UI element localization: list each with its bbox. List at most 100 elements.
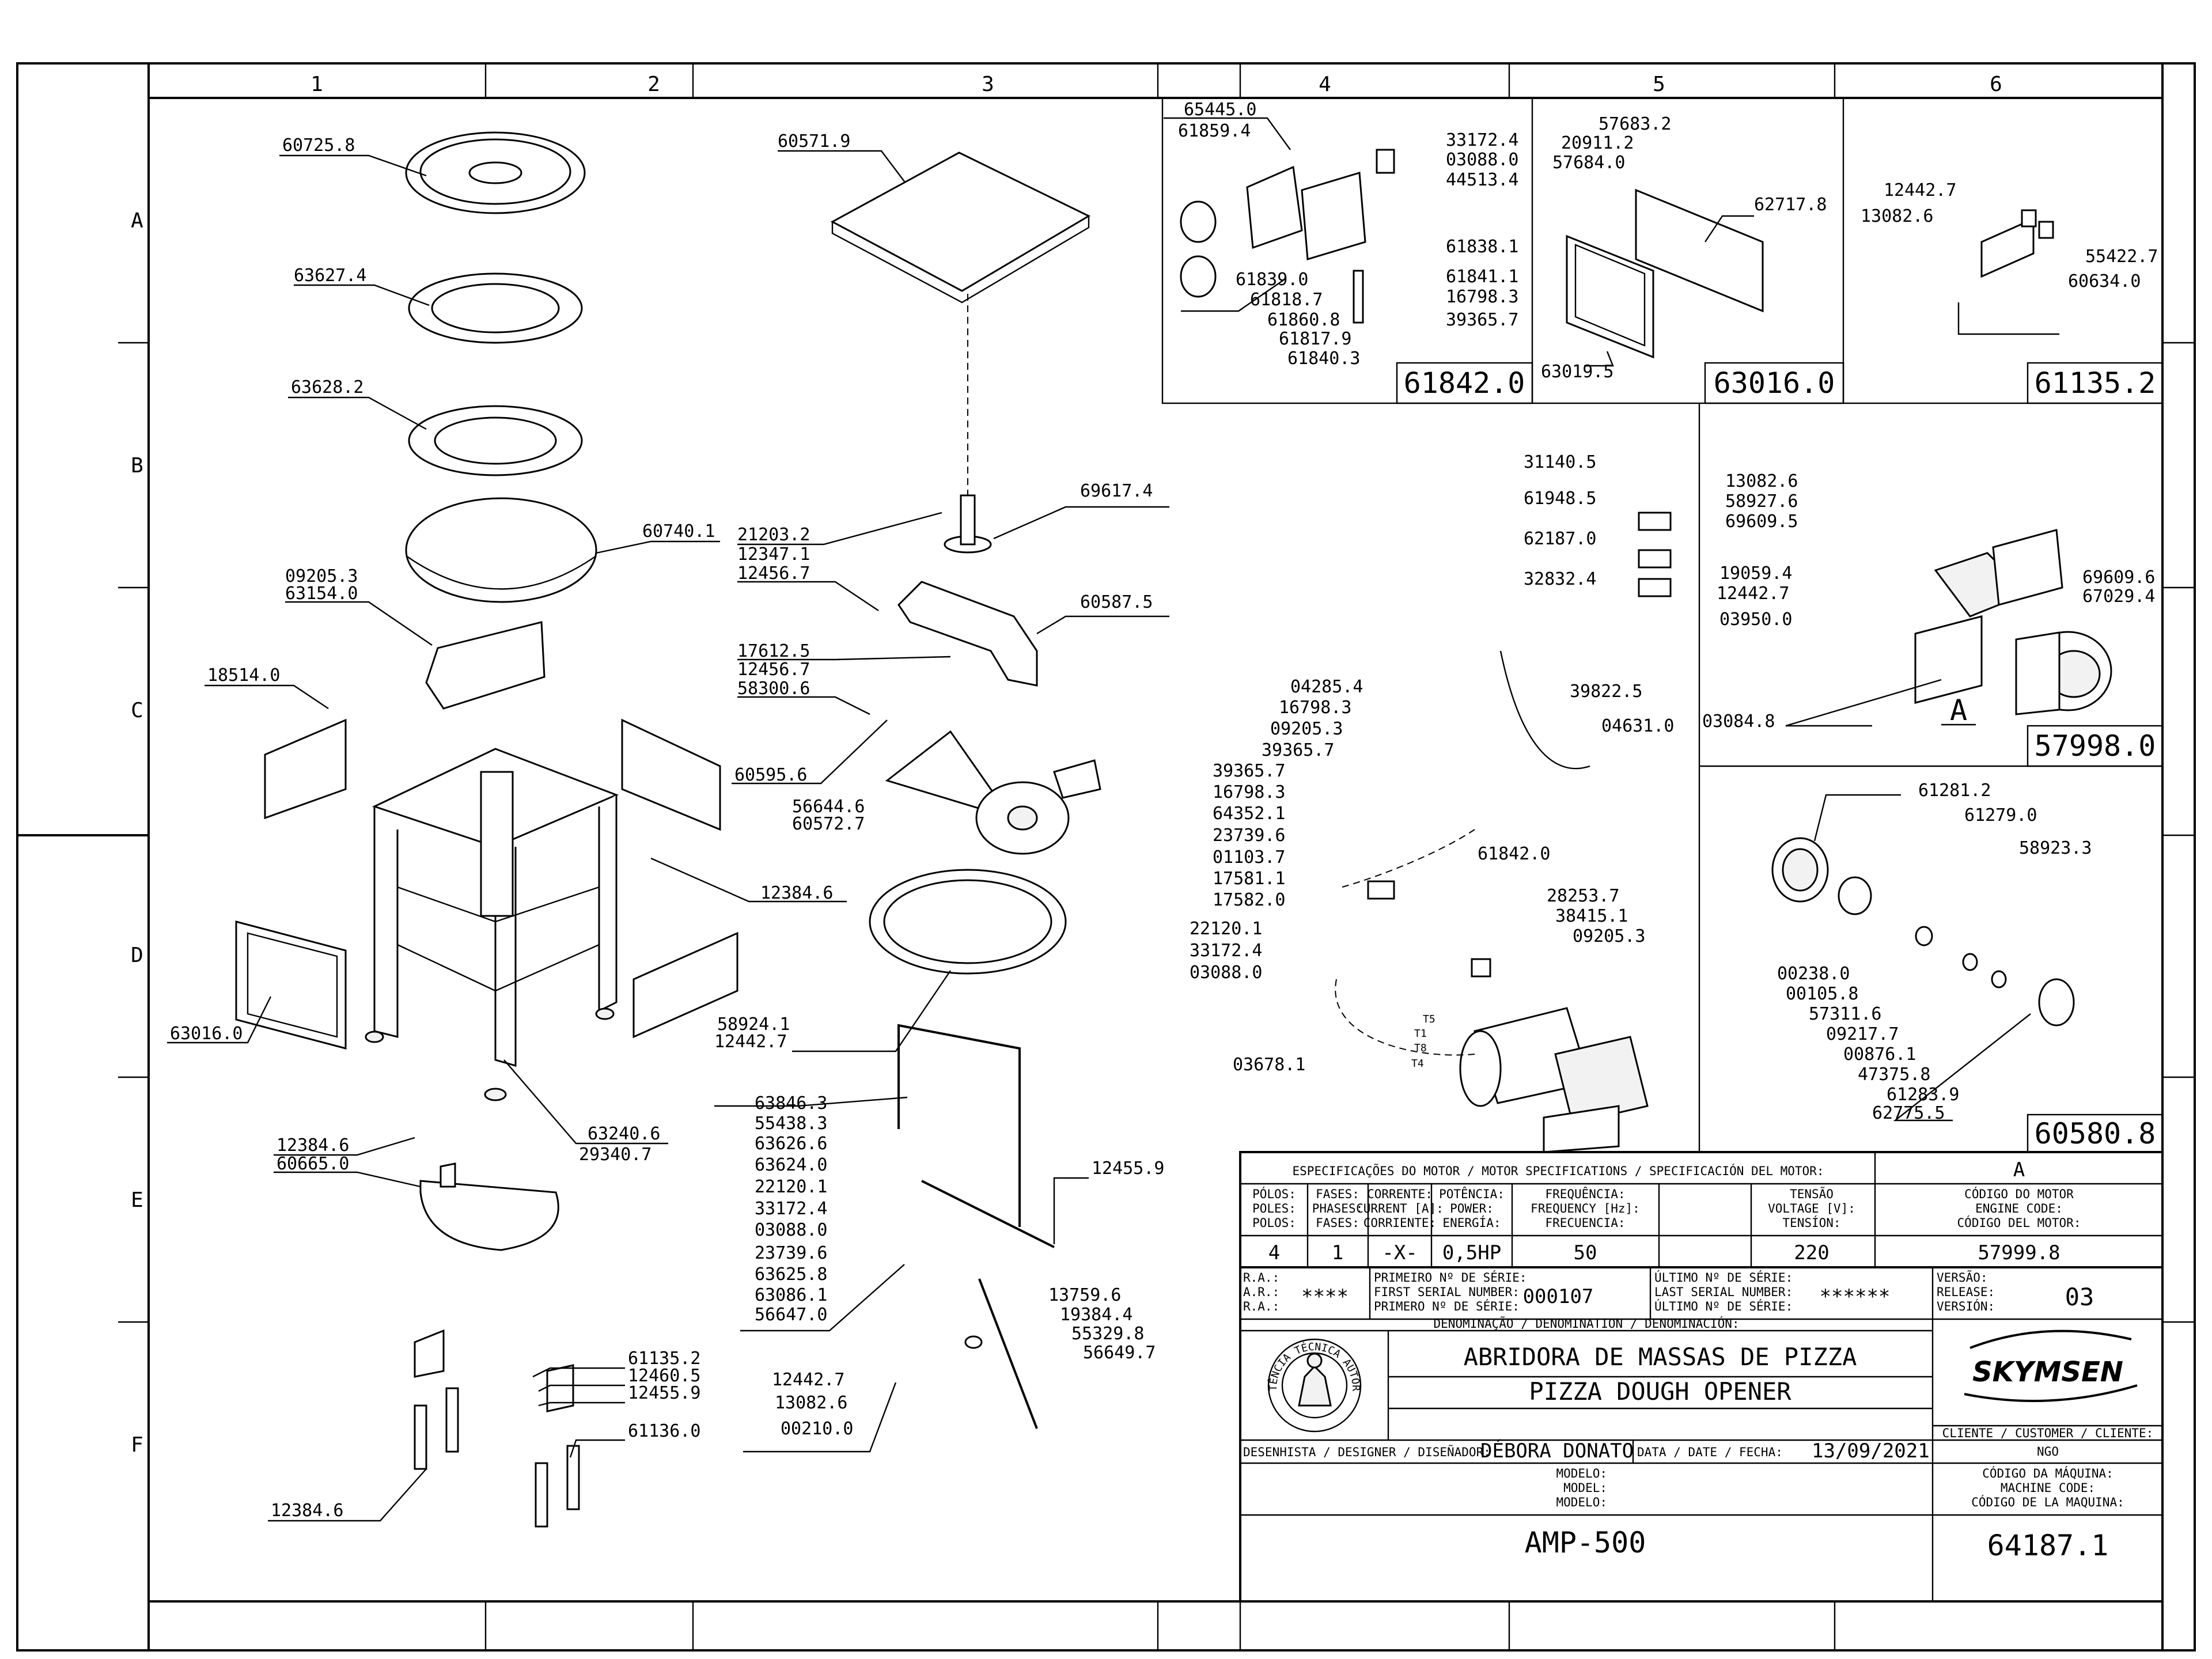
callout-label: 09205.3	[1270, 719, 1343, 739]
date-label: DATA / DATE / FECHA:	[1637, 1445, 1783, 1459]
callout-label: 17612.5	[737, 641, 810, 661]
callout-label: 23739.6	[755, 1243, 827, 1263]
first-serial: 000107	[1523, 1285, 1594, 1308]
callout-label: 69609.6	[2082, 567, 2155, 588]
callout-label: 63240.6	[588, 1124, 660, 1144]
callout-label: 61817.9	[1279, 329, 1351, 349]
designer-label: DESENHISTA / DESIGNER / DISEÑADOR:	[1243, 1444, 1491, 1459]
machine-code-label: CÓDIGO DE LA MAQUINA:	[1971, 1495, 2124, 1509]
callout-label: 22120.1	[755, 1177, 827, 1197]
first-serial-label: PRIMEIRO Nº DE SÉRIE:	[1374, 1270, 1527, 1285]
callout-label: 69609.5	[1725, 512, 1798, 532]
value-power: 0,5HP	[1442, 1241, 1501, 1264]
callout-label: 13082.6	[1861, 206, 1933, 226]
callout-label: 61948.5	[1524, 488, 1596, 509]
callout-label: 62775.5	[1872, 1103, 1945, 1123]
callout-label: 63086.1	[755, 1285, 827, 1305]
callout-label: 61840.3	[1287, 349, 1360, 369]
callout-label: 12442.7	[1884, 180, 1956, 200]
authorized-service-seal: ASSISTÊNCIA TÉCNICA AUTORIZADA	[0, 0, 1362, 1433]
callout-label: 57683.2	[1599, 114, 1671, 134]
value-phases: 1	[1332, 1241, 1343, 1264]
callout-label: 69617.4	[1080, 481, 1153, 501]
assembly-code: 61135.2	[2035, 366, 2156, 400]
header-phases: FASES:	[1316, 1216, 1359, 1230]
header-voltage: VOLTAGE [V]:	[1768, 1202, 1855, 1215]
callout-label: 55422.7	[2085, 247, 2158, 267]
callout-label: 18514.0	[207, 665, 280, 685]
column-label: 3	[982, 73, 994, 96]
callout-label: 39365.7	[1446, 310, 1518, 330]
callout-label: 17582.0	[1213, 890, 1285, 910]
motor-spec-ref: A	[2013, 1158, 2025, 1181]
machine-code-label: CÓDIGO DA MÁQUINA:	[1982, 1466, 2113, 1480]
callout-label: 61281.2	[1918, 781, 1991, 801]
callout-label: 12442.7	[714, 1032, 787, 1052]
callout-label: 60595.6	[734, 765, 807, 785]
callout-label: 29340.7	[579, 1145, 652, 1165]
column-labels: 1 2 3 4 5 6	[310, 73, 2002, 96]
callout-label: 67029.4	[2082, 586, 2155, 607]
title-block: R.A.: A.R.: R.A.: **** PRIMEIRO Nº DE SÉ…	[0, 0, 2164, 1603]
assembly-codes: 61842.0 63016.0 61135.2 57998.0 60580.8 …	[1404, 366, 2156, 1150]
header-voltage: TENSÃO	[1790, 1186, 1834, 1201]
lever-rod-drawing	[897, 1024, 1055, 1429]
callout-label: 58300.6	[737, 679, 810, 699]
wire-label: T4	[1411, 1058, 1424, 1070]
bearing-stack-drawing	[1771, 837, 2075, 1027]
callout-label: 12384.6	[276, 1135, 349, 1156]
callout-label: 12384.6	[271, 1501, 343, 1521]
value-frequency: 50	[1574, 1241, 1597, 1264]
ra-value: ****	[1301, 1285, 1349, 1308]
first-serial-label: FIRST SERIAL NUMBER:	[1374, 1285, 1520, 1299]
header-power: POWER:	[1450, 1202, 1494, 1215]
motor-spec-title: ESPECIFICAÇÕES DO MOTOR / MOTOR SPECIFIC…	[1293, 1163, 1824, 1178]
callout-label: 60587.5	[1080, 592, 1153, 612]
column-label: 1	[310, 73, 323, 96]
column-label: 4	[1319, 73, 1331, 96]
column-label: 5	[1653, 73, 1665, 96]
callout-label: 19384.4	[1060, 1305, 1132, 1325]
top-disc-drawing	[405, 131, 586, 214]
callout-label: 33172.4	[1190, 941, 1262, 961]
callout-label: 63154.0	[285, 584, 358, 604]
main-motor-drawing	[1459, 1007, 1649, 1153]
callout-label: 58924.1	[717, 1014, 790, 1035]
ra-label: R.A.:	[1243, 1300, 1279, 1313]
callout-label: 63627.4	[294, 266, 366, 286]
callout-label: 00238.0	[1777, 964, 1850, 984]
callout-label: 63016.0	[170, 1024, 243, 1044]
callout-label: 16798.3	[1446, 287, 1518, 307]
version-label: VERSIÓN:	[1937, 1299, 1995, 1313]
callout-label: 62187.0	[1524, 529, 1596, 549]
header-current: CORRIENTE:	[1363, 1216, 1436, 1230]
callout-label: 33172.4	[1446, 130, 1518, 150]
row-label: F	[131, 1433, 143, 1457]
header-poles: POLES:	[1252, 1202, 1296, 1215]
callout-label: 13082.6	[775, 1393, 847, 1413]
callout-label: 09217.7	[1826, 1024, 1899, 1044]
header-frequency: FREQUÊNCIA:	[1545, 1187, 1625, 1201]
callout-label: 12455.9	[1092, 1158, 1164, 1179]
callout-label: 60572.7	[792, 814, 865, 834]
callout-label: 03950.0	[1719, 609, 1792, 630]
version: 03	[2065, 1283, 2094, 1311]
callout-label: 16798.3	[1279, 698, 1351, 718]
callout-label: 03084.8	[1702, 711, 1775, 732]
header-phases: PHASES:	[1312, 1202, 1363, 1215]
machine-code: 64187.1	[1987, 1529, 2109, 1562]
header-engine-code: CÓDIGO DO MOTOR	[1964, 1187, 2074, 1201]
first-serial-label: PRIMERO Nº DE SÉRIE:	[1374, 1299, 1520, 1313]
callout-label: 39365.7	[1213, 761, 1285, 781]
callout-label: 60740.1	[642, 521, 715, 541]
callout-label: 61279.0	[1964, 805, 2037, 825]
header-frequency: FREQUENCY [Hz]:	[1531, 1202, 1640, 1215]
assembly-code: 60580.8	[2035, 1117, 2156, 1150]
callout-label: 03678.1	[1233, 1055, 1305, 1075]
callout-label: 12442.7	[772, 1370, 844, 1390]
parts-illustrations	[235, 131, 2112, 1528]
wire-label: T1	[1414, 1028, 1427, 1040]
callout-label: 56644.6	[792, 797, 865, 817]
machine-frame-drawing	[235, 718, 738, 1528]
support-bracket-drawing	[897, 581, 1038, 687]
